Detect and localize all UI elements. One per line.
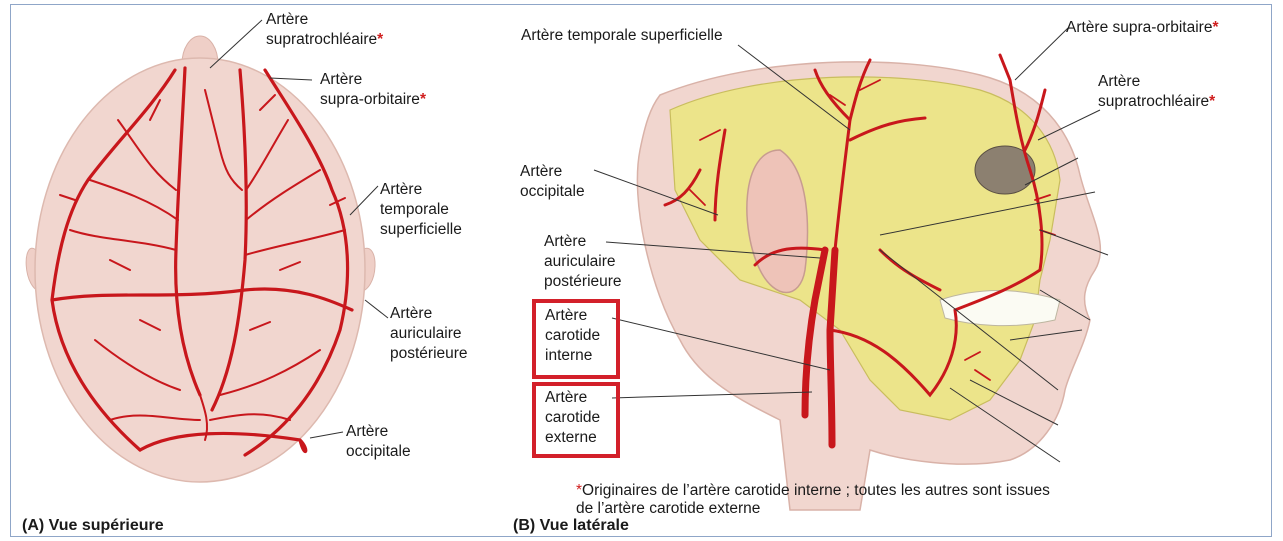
caption-panel-b: (B) Vue latérale xyxy=(513,517,629,535)
label-a-occipitale: Artère occipitale xyxy=(346,422,411,462)
label-b-supratrochleaire: Artère supratrochléaire* xyxy=(1098,72,1215,112)
label-a-temporale: Artère temporale superficielle xyxy=(380,180,462,240)
label-b-supraorbitaire: Artère supra-orbitaire* xyxy=(1066,18,1219,38)
label-b-occipitale: Artère occipitale xyxy=(520,162,585,202)
label-a-supratrochleaire: Artère supratrochléaire* xyxy=(266,10,383,50)
label-b-carotide-externe: Artère carotide externe xyxy=(545,388,600,448)
label-b-auriculaire: Artère auriculaire postérieure xyxy=(544,232,622,292)
label-b-temporale: Artère temporale superficielle xyxy=(521,26,723,46)
caption-panel-a: (A) Vue supérieure xyxy=(22,517,164,535)
label-a-supraorbitaire: Artère supra-orbitaire* xyxy=(320,70,426,110)
label-b-carotide-interne: Artère carotide interne xyxy=(545,306,600,366)
label-a-auriculaire: Artère auriculaire postérieure xyxy=(390,304,468,364)
footnote: *Originaires de l’artère carotide intern… xyxy=(576,482,1050,518)
